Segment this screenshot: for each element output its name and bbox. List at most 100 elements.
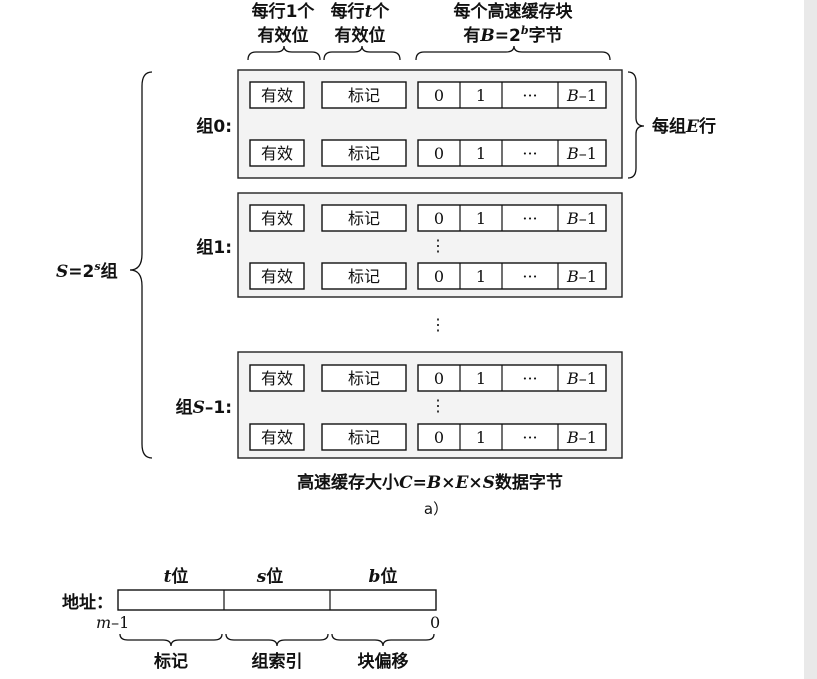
address-label: 地址： bbox=[62, 592, 113, 613]
valid-cell-label: 有效 bbox=[261, 86, 293, 105]
block-cell bbox=[417, 139, 607, 167]
lsb-label: 0 bbox=[430, 613, 440, 632]
valid-cell bbox=[249, 364, 305, 392]
set-1: 有效 标记 0 1 ··· B–1 ⋮ 有效 标记 0 1 ··· B–1 bbox=[196, 192, 623, 298]
header-valid-line2: 有效位 bbox=[258, 25, 309, 46]
set-1-line-0: 有效 标记 0 1 ··· B–1 bbox=[249, 204, 607, 232]
byte-0: 0 bbox=[434, 86, 444, 105]
block-offset-field-name: 块偏移 bbox=[358, 651, 409, 672]
byte-ellipsis: ··· bbox=[522, 267, 537, 286]
set-last-label: 组S–1: bbox=[176, 397, 232, 418]
byte-1: 1 bbox=[476, 369, 486, 388]
block-offset-brace bbox=[331, 633, 435, 647]
header-tag-line2: 有效位 bbox=[335, 25, 386, 46]
byte-last: B–1 bbox=[566, 86, 597, 105]
byte-1: 1 bbox=[476, 267, 486, 286]
header-brace-valid bbox=[247, 45, 321, 61]
byte-0: 0 bbox=[434, 267, 444, 286]
address-bar bbox=[117, 589, 437, 611]
field-b-label: b位 bbox=[369, 566, 398, 587]
valid-cell bbox=[249, 423, 305, 451]
byte-ellipsis: ··· bbox=[522, 209, 537, 228]
valid-cell bbox=[249, 262, 305, 290]
set-last-line-0: 有效 标记 0 1 ··· B–1 bbox=[249, 364, 607, 392]
block-cell bbox=[417, 81, 607, 109]
number-of-sets-label: S=2s组 bbox=[56, 260, 118, 282]
set-1-line-last: 有效 标记 0 1 ··· B–1 bbox=[249, 262, 607, 290]
caption-a: a） bbox=[424, 500, 448, 518]
tag-cell bbox=[321, 139, 407, 167]
tag-cell-label: 标记 bbox=[348, 267, 380, 286]
msb-label: m–1 bbox=[96, 613, 129, 632]
tag-field-name: 标记 bbox=[154, 651, 188, 672]
between-sets-dots: ⋮ bbox=[430, 315, 446, 334]
byte-0: 0 bbox=[434, 144, 444, 163]
byte-1: 1 bbox=[476, 86, 486, 105]
header-brace-tag bbox=[323, 45, 401, 61]
valid-cell bbox=[249, 81, 305, 109]
byte-last: B–1 bbox=[566, 144, 597, 163]
set-last-line-last: 有效 标记 0 1 ··· B–1 bbox=[249, 423, 607, 451]
block-cell bbox=[417, 364, 607, 392]
valid-cell-label: 有效 bbox=[261, 209, 293, 228]
header-brace-block bbox=[415, 45, 611, 61]
left-brace bbox=[129, 71, 153, 459]
cache-size-caption: 高速缓存大小C=B×E×S数据字节 bbox=[297, 472, 563, 493]
tag-cell bbox=[321, 81, 407, 109]
set-1-label: 组1: bbox=[196, 237, 232, 258]
set-0: 有效 标记 0 1 ··· B–1 有效 标记 0 1 ··· B–1 组0 bbox=[196, 69, 623, 179]
byte-last: B–1 bbox=[566, 428, 597, 447]
header-block-line1: 每个高速缓存块 bbox=[454, 1, 574, 22]
tag-cell-label: 标记 bbox=[348, 369, 380, 388]
header-valid-line1: 每行1个 bbox=[252, 1, 316, 22]
set-last-vertical-dots: ⋮ bbox=[430, 396, 446, 415]
set-0-label: 组0: bbox=[196, 116, 232, 137]
block-cell bbox=[417, 262, 607, 290]
byte-0: 0 bbox=[434, 369, 444, 388]
tag-cell bbox=[321, 423, 407, 451]
valid-cell-label: 有效 bbox=[261, 369, 293, 388]
tag-brace bbox=[119, 633, 223, 647]
right-brace bbox=[627, 71, 645, 179]
tag-cell-label: 标记 bbox=[348, 209, 380, 228]
byte-last: B–1 bbox=[566, 369, 597, 388]
byte-1: 1 bbox=[476, 428, 486, 447]
field-t-label: t位 bbox=[164, 566, 189, 587]
valid-cell bbox=[249, 139, 305, 167]
tag-cell-label: 标记 bbox=[348, 428, 380, 447]
tag-cell bbox=[321, 364, 407, 392]
byte-ellipsis: ··· bbox=[522, 428, 537, 447]
byte-1: 1 bbox=[476, 144, 486, 163]
set-last: 有效 标记 0 1 ··· B–1 ⋮ 有效 标记 0 1 ··· B–1 bbox=[176, 351, 623, 459]
header-block-line2: 有B=2b字节 bbox=[463, 24, 562, 46]
block-cell bbox=[417, 423, 607, 451]
byte-ellipsis: ··· bbox=[522, 144, 537, 163]
block-cell bbox=[417, 204, 607, 232]
tag-cell bbox=[321, 262, 407, 290]
byte-1: 1 bbox=[476, 209, 486, 228]
lines-per-set-label: 每组E行 bbox=[652, 116, 716, 137]
byte-0: 0 bbox=[434, 209, 444, 228]
valid-cell-label: 有效 bbox=[261, 267, 293, 286]
byte-ellipsis: ··· bbox=[522, 86, 537, 105]
byte-0: 0 bbox=[434, 428, 444, 447]
address-section: t位 s位 b位 地址： m–1 0 标记 组索引 块偏移 bbox=[62, 566, 440, 672]
set-0-line-last: 有效 标记 0 1 ··· B–1 bbox=[249, 139, 607, 167]
set-index-field-name: 组索引 bbox=[252, 651, 303, 672]
byte-last: B–1 bbox=[566, 267, 597, 286]
valid-cell-label: 有效 bbox=[261, 428, 293, 447]
set-1-vertical-dots: ⋮ bbox=[430, 236, 446, 255]
tag-cell-label: 标记 bbox=[348, 86, 380, 105]
side-strip bbox=[804, 0, 817, 679]
byte-ellipsis: ··· bbox=[522, 369, 537, 388]
set-0-line-0: 有效 标记 0 1 ··· B–1 bbox=[249, 81, 607, 109]
set-index-brace bbox=[225, 633, 329, 647]
tag-cell-label: 标记 bbox=[348, 144, 380, 163]
byte-last: B–1 bbox=[566, 209, 597, 228]
valid-cell-label: 有效 bbox=[261, 144, 293, 163]
tag-cell bbox=[321, 204, 407, 232]
valid-cell bbox=[249, 204, 305, 232]
header-tag-line1: 每行t个 bbox=[331, 1, 391, 22]
field-s-label: s位 bbox=[256, 566, 284, 587]
